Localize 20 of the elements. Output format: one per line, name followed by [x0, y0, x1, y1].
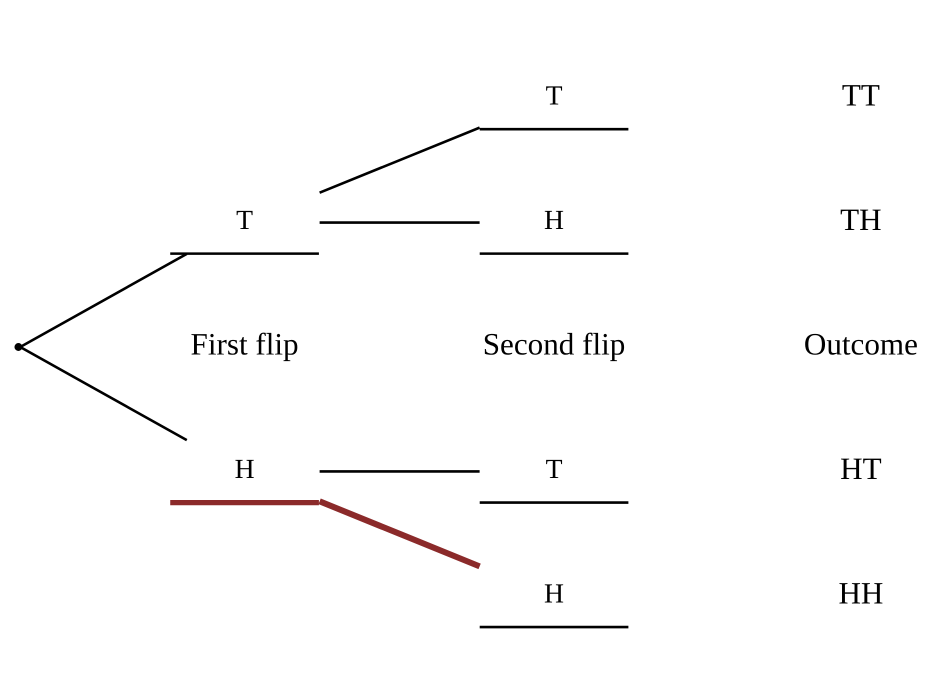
label: TH — [840, 202, 882, 238]
label: First flip — [190, 326, 299, 362]
node-text: H — [544, 204, 564, 236]
node-text: H — [544, 578, 564, 609]
connector — [318, 498, 481, 570]
connector — [320, 221, 480, 224]
label: HT — [840, 451, 882, 486]
node-text: T — [546, 80, 562, 111]
node-text: H — [234, 453, 255, 484]
connector — [20, 252, 188, 348]
connector — [319, 126, 480, 194]
node-text: T — [546, 453, 562, 484]
label: Second flip — [482, 326, 626, 362]
connector — [20, 346, 188, 442]
node-point — [14, 343, 22, 351]
node-text: T — [236, 204, 254, 236]
label: TT — [842, 78, 880, 113]
label: HH — [838, 576, 884, 611]
connector — [320, 470, 480, 473]
label: Outcome — [804, 326, 918, 362]
